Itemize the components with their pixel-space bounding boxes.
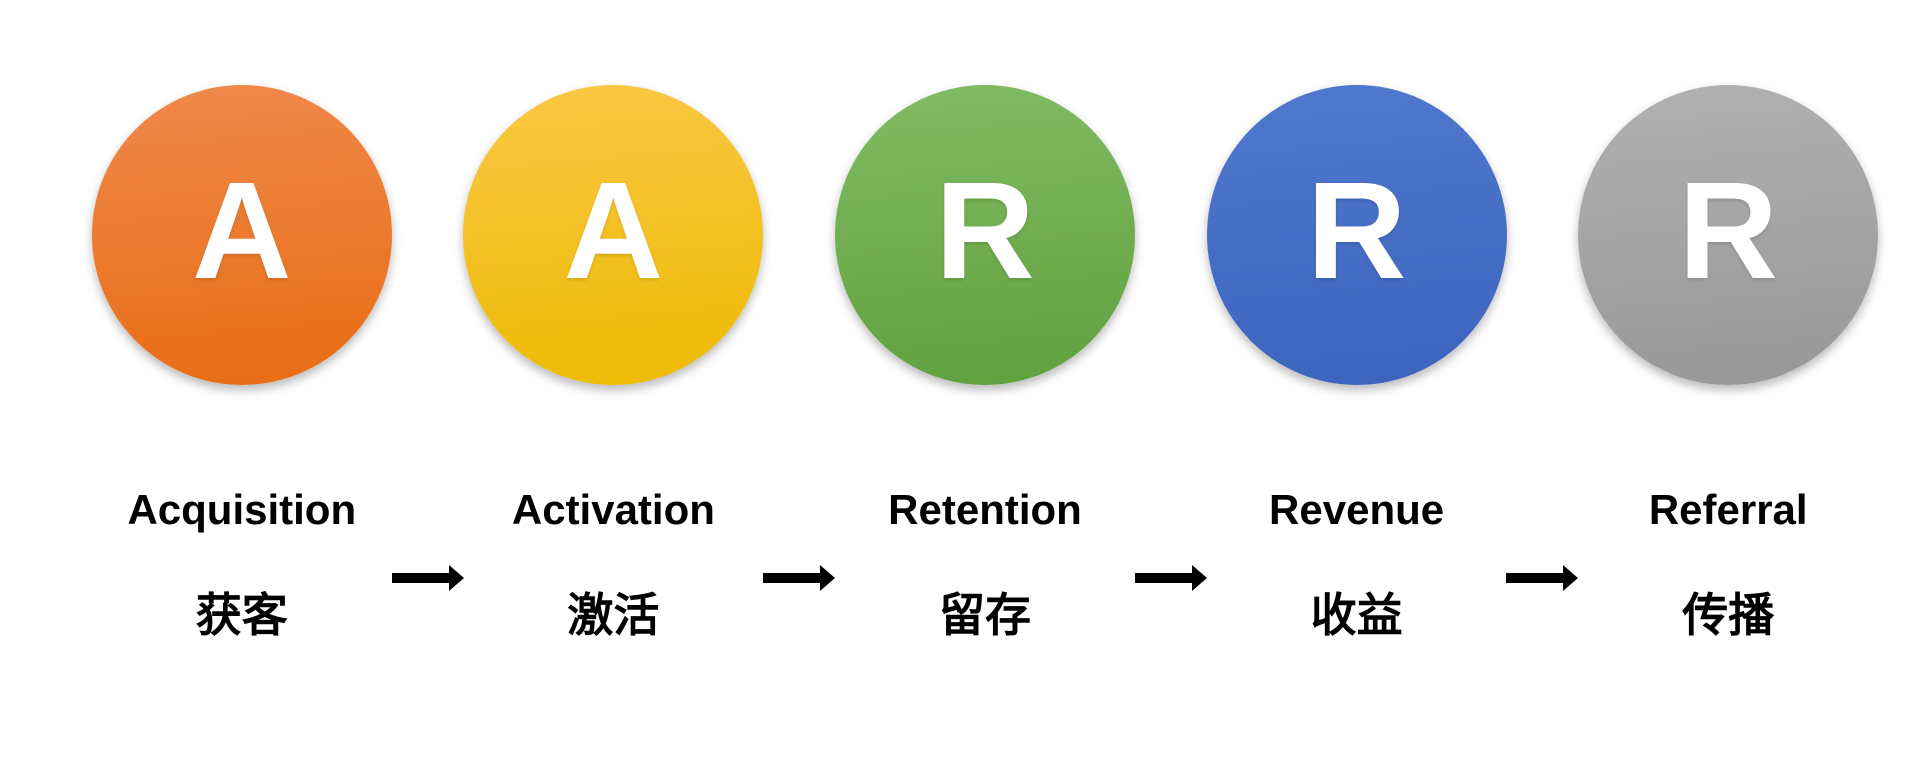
referral-letter: R [1678,154,1779,308]
acquisition-letter: A [191,154,292,308]
stage-retention: R Retention 留存 [799,85,1171,643]
acquisition-label-zh: 获客 [195,589,288,641]
referral-label-zh: 传播 [1682,589,1775,641]
activation-circle: A [463,85,764,385]
stage-acquisition: A Acquisition 获客 [56,85,428,643]
retention-label-en: Retention [888,486,1082,533]
acquisition-label-en: Acquisition [127,486,357,533]
revenue-label-en: Revenue [1269,486,1445,533]
referral-label-en: Referral [1648,486,1808,533]
revenue-circle: R [1206,85,1507,385]
right-arrow-icon [1506,565,1578,591]
revenue-letter: R [1306,154,1407,308]
activation-label-en: Activation [511,486,715,533]
activation-label-zh: 激活 [567,589,660,641]
stage-revenue: R Revenue 收益 [1171,85,1543,643]
stage-referral: R Referral 传播 [1542,85,1914,643]
retention-label-zh: 留存 [938,589,1031,641]
referral-circle: R [1578,85,1879,385]
stages-row: A Acquisition 获客 A Activation 激活 R Reten… [56,85,1914,643]
right-arrow-icon [763,565,835,591]
retention-circle: R [834,85,1135,385]
right-arrow-icon [392,565,464,591]
right-arrow-icon [1135,565,1207,591]
retention-letter: R [935,154,1035,308]
activation-letter: A [563,154,664,308]
revenue-label-zh: 收益 [1310,589,1403,641]
acquisition-circle: A [91,85,392,385]
stage-activation: A Activation 激活 [428,85,800,643]
